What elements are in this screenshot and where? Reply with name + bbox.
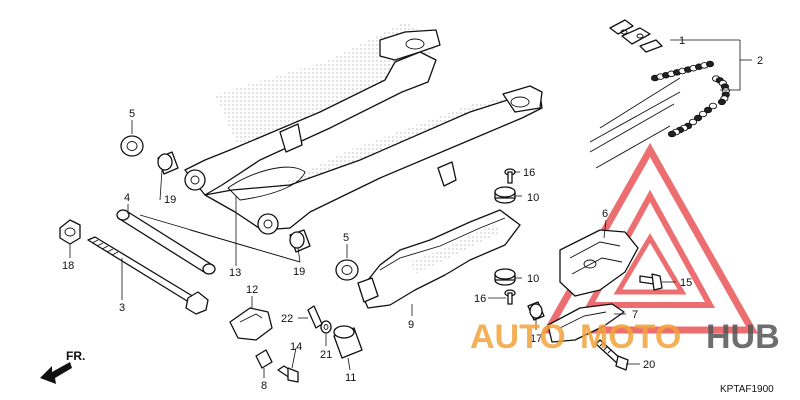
diagram-code: KPTAF1900 xyxy=(720,384,774,395)
callout-14: 14 xyxy=(290,341,302,353)
bolt-20 xyxy=(595,339,629,371)
clip-22 xyxy=(307,305,323,329)
collar-11 xyxy=(333,325,363,359)
callout-12: 12 xyxy=(246,284,258,296)
needle-bearing-upper xyxy=(157,151,179,175)
bearing-upper xyxy=(120,135,144,157)
chain-link xyxy=(688,118,698,126)
chain-guide xyxy=(559,229,639,297)
chain-link xyxy=(705,60,715,68)
callout-5-lower: 5 xyxy=(343,232,349,244)
chain-link xyxy=(708,102,718,110)
callout-6: 6 xyxy=(602,208,608,220)
pivot-collar xyxy=(116,209,216,275)
callout-19-upper: 19 xyxy=(164,194,176,206)
bearing-lower xyxy=(335,259,359,281)
watermark-moto: MOTO xyxy=(580,318,681,356)
pivot-bolt xyxy=(87,236,209,315)
callout-19-lower: 19 xyxy=(293,266,305,278)
callout-1: 1 xyxy=(679,35,685,47)
callout-18: 18 xyxy=(62,260,74,272)
collar-17 xyxy=(527,301,545,321)
grommet-lower xyxy=(494,268,516,286)
bracket-12 xyxy=(229,307,273,341)
leader-lines xyxy=(69,39,752,378)
pivot-nut xyxy=(59,219,81,245)
chain-link xyxy=(698,110,708,118)
callout-15: 15 xyxy=(680,277,692,289)
callout-20: 20 xyxy=(643,359,655,371)
callout-8: 8 xyxy=(261,380,267,392)
chain-link xyxy=(703,106,713,114)
watermark-auto: AUTO xyxy=(470,318,566,356)
swingarm xyxy=(184,29,543,235)
bolt-14 xyxy=(277,365,299,383)
chain-guide-slider xyxy=(547,303,625,343)
front-direction-arrow: FR. xyxy=(40,349,85,384)
bolt-15 xyxy=(639,273,663,291)
chain-link xyxy=(717,98,726,106)
chain-slider xyxy=(357,209,521,309)
callout-16-upper: 16 xyxy=(523,167,535,179)
needle-bearing-lower xyxy=(289,229,311,253)
screw-lower xyxy=(504,289,516,305)
callout-11: 11 xyxy=(345,372,356,384)
callout-2: 2 xyxy=(757,55,763,67)
collar-8 xyxy=(255,349,273,369)
callout-17: 17 xyxy=(530,333,542,345)
callout-16-lower: 16 xyxy=(474,293,486,305)
callout-13: 13 xyxy=(229,267,241,279)
washer-21 xyxy=(320,320,332,334)
callout-3: 3 xyxy=(119,302,125,314)
watermark-text: AUTO MOTO HUB xyxy=(470,318,780,356)
callout-21: 21 xyxy=(320,349,332,361)
direction-label: FR. xyxy=(66,349,85,363)
drive-chain xyxy=(589,60,730,169)
grommet-upper xyxy=(494,186,516,204)
master-link xyxy=(609,19,663,53)
callout-10-lower: 10 xyxy=(527,273,539,285)
chain-link xyxy=(693,114,703,122)
callout-9: 9 xyxy=(408,319,414,331)
callout-4: 4 xyxy=(124,192,130,204)
callout-5-upper: 5 xyxy=(129,108,135,120)
callout-7: 7 xyxy=(632,309,638,321)
watermark-hub: HUB xyxy=(706,318,780,356)
callout-22: 22 xyxy=(281,313,293,325)
callout-10-upper: 10 xyxy=(527,192,539,204)
callout-labels: 1 2 3 4 5 5 6 7 8 9 10 10 11 12 13 14 15… xyxy=(62,35,763,392)
screw-upper xyxy=(504,168,516,184)
chain-link xyxy=(667,130,677,138)
